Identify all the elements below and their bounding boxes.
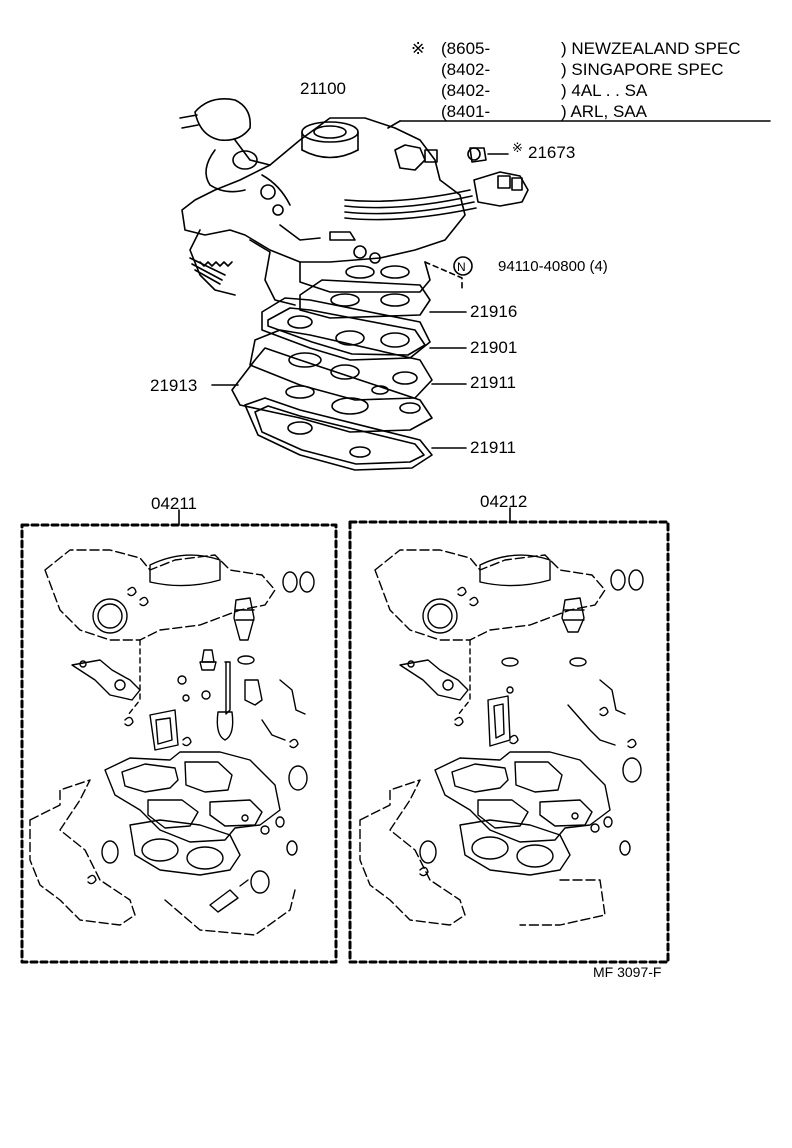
callout-21911-upper[interactable]: 21911 [470, 373, 517, 392]
spec-note-row: ※ (8605- ) NEWZEALAND SPEC [411, 38, 740, 59]
spec-description: ) NEWZEALAND SPEC [561, 39, 741, 58]
spec-code: (8605- [441, 39, 491, 58]
gasket-21916-drawing [300, 280, 466, 318]
callout-21913[interactable]: 21913 [150, 376, 198, 395]
carburetor-assembly-drawing [180, 99, 528, 305]
callout-21673[interactable]: 21673 [528, 143, 576, 162]
spec-note-bracket [388, 121, 770, 128]
gasket-21911-upper-drawing [250, 330, 466, 400]
spec-code: (8401- [441, 102, 491, 121]
part-21673-drawing [468, 148, 508, 162]
gasket-21913-drawing [212, 348, 432, 432]
spec-description: ) 4AL . . SA [561, 81, 648, 100]
callout-94110-40800[interactable]: 94110-40800 (4) [498, 258, 608, 275]
figure-reference-code: MF 3097-F [593, 964, 662, 980]
callout-04211[interactable]: 04211 [151, 494, 198, 513]
bolt-n-symbol: N [457, 260, 466, 274]
callout-21901[interactable]: 21901 [470, 338, 518, 357]
gasket-21911-lower-drawing [245, 398, 466, 470]
kit-box-04212 [350, 508, 668, 962]
spec-note-row: (8402- ) SINGAPORE SPEC [411, 59, 723, 80]
callout-21911-lower[interactable]: 21911 [470, 438, 517, 457]
spec-code: (8402- [441, 60, 491, 79]
callout-21100[interactable]: 21100 [300, 79, 347, 98]
spec-description: ) SINGAPORE SPEC [561, 60, 724, 79]
callout-04212[interactable]: 04212 [480, 492, 528, 511]
bolt-leader [425, 257, 472, 290]
spec-description: ) ARL, SAA [561, 102, 647, 121]
callout-21673-mark: ※ [512, 140, 523, 155]
spec-note-row: (8401- ) ARL, SAA [411, 101, 647, 122]
spec-note-row: (8402- ) 4AL . . SA [411, 80, 647, 101]
kit-04211-parts-drawing [30, 550, 314, 935]
reference-mark: ※ [411, 39, 426, 58]
callout-21916[interactable]: 21916 [470, 302, 518, 321]
spec-code: (8402- [441, 81, 491, 100]
gasket-21901-drawing [262, 298, 466, 360]
kit-box-04211 [22, 510, 336, 962]
kit-04212-parts-drawing [360, 550, 643, 925]
